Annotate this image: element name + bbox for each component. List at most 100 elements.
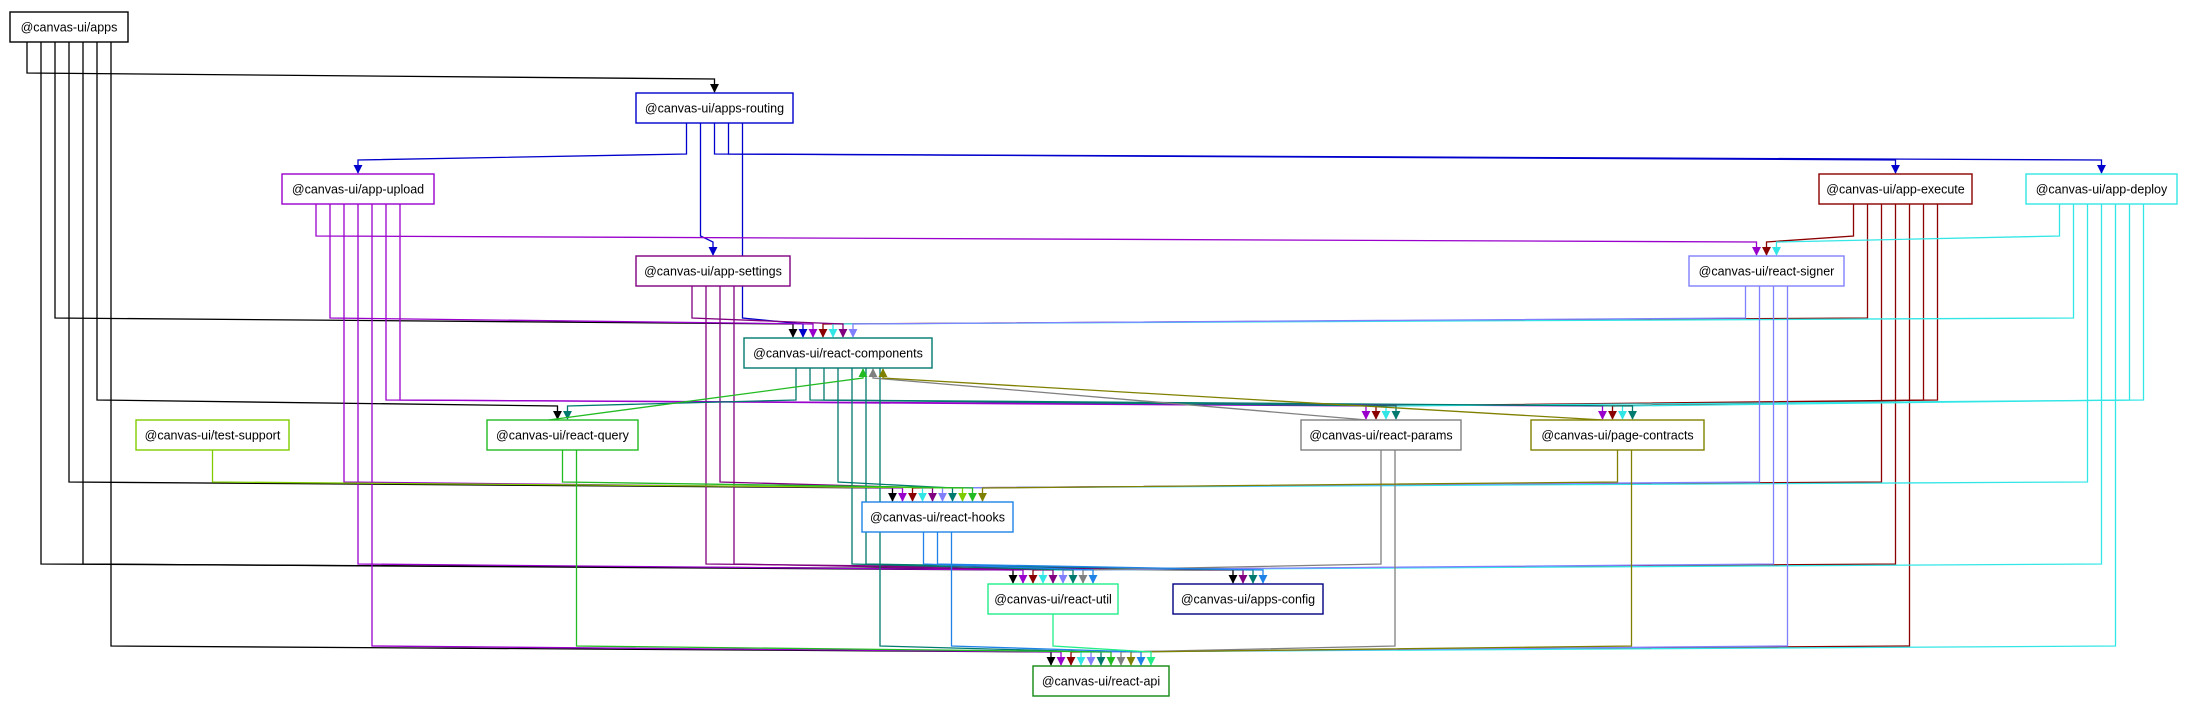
node-react-components[interactable]: @canvas-ui/react-components xyxy=(743,337,933,369)
edge-apps-to-react-util xyxy=(82,42,1018,584)
node-app-execute[interactable]: @canvas-ui/app-execute xyxy=(1818,173,1973,205)
edge-app-deploy-to-react-signer xyxy=(1771,204,2061,256)
node-box xyxy=(1172,583,1324,615)
node-box xyxy=(861,501,1014,533)
edge-react-components-to-react-hooks xyxy=(837,368,958,502)
node-test-support[interactable]: @canvas-ui/test-support xyxy=(135,419,290,451)
edge-react-components-to-react-params xyxy=(809,368,1401,420)
node-label: @canvas-ui/react-signer xyxy=(1699,265,1835,279)
edge-react-hooks-to-apps-config xyxy=(936,532,1268,584)
edge-react-params-to-react-api xyxy=(1116,450,1396,666)
edge-app-upload-to-react-util xyxy=(357,204,1028,584)
edge-app-settings-to-apps-config xyxy=(705,286,1248,584)
edge-app-upload-to-react-params xyxy=(399,204,1371,420)
node-react-signer[interactable]: @canvas-ui/react-signer xyxy=(1688,255,1845,287)
node-box xyxy=(635,92,794,124)
edge-react-hooks-to-react-util xyxy=(922,532,1098,584)
edge-react-components-to-react-util xyxy=(851,368,1078,584)
edge-react-query-to-react-api xyxy=(575,450,1116,666)
edge-app-execute-to-react-hooks xyxy=(907,204,1883,502)
node-label: @canvas-ui/app-deploy xyxy=(2036,183,2168,197)
node-box xyxy=(1032,665,1170,697)
edge-app-execute-to-react-signer xyxy=(1761,204,1855,256)
edge-apps-routing-to-app-execute xyxy=(713,123,1901,174)
node-box xyxy=(987,583,1119,615)
node-react-api[interactable]: @canvas-ui/react-api xyxy=(1032,665,1170,697)
node-box xyxy=(635,255,791,287)
node-app-settings[interactable]: @canvas-ui/app-settings xyxy=(635,255,791,287)
node-label: @canvas-ui/react-query xyxy=(496,429,630,443)
node-label: @canvas-ui/test-support xyxy=(145,429,281,443)
edge-app-upload-to-react-components xyxy=(329,204,818,338)
node-app-upload[interactable]: @canvas-ui/app-upload xyxy=(281,173,435,205)
edge-apps-to-react-components xyxy=(54,42,798,338)
node-apps[interactable]: @canvas-ui/apps xyxy=(9,11,129,43)
edge-app-settings-to-react-hooks xyxy=(719,286,938,502)
edge-app-execute-to-page-contracts xyxy=(1607,204,1925,420)
edge-page-contracts-to-react-components xyxy=(878,368,1604,421)
nodes-layer: @canvas-ui/apps @canvas-ui/apps-routing @c… xyxy=(9,11,2178,697)
edge-app-deploy-to-react-util xyxy=(1038,204,2103,584)
edge-apps-to-react-hooks xyxy=(68,42,898,502)
node-box xyxy=(1818,173,1973,205)
edge-apps-routing-to-react-components xyxy=(741,123,808,338)
edge-app-execute-to-react-params xyxy=(1371,204,1939,420)
edge-react-params-to-react-util xyxy=(1078,450,1382,584)
edge-app-upload-to-react-api xyxy=(371,204,1066,666)
node-page-contracts[interactable]: @canvas-ui/page-contracts xyxy=(1530,419,1705,451)
node-label: @canvas-ui/react-hooks xyxy=(870,511,1005,525)
edge-apps-to-react-query xyxy=(96,42,563,420)
node-box xyxy=(486,419,639,451)
edge-react-query-to-react-components xyxy=(548,368,868,421)
edge-react-signer-to-react-api xyxy=(1086,286,1789,666)
node-react-util[interactable]: @canvas-ui/react-util xyxy=(987,583,1119,615)
edge-react-hooks-to-react-api xyxy=(950,532,1146,666)
edge-apps-routing-to-app-deploy xyxy=(727,123,2107,174)
node-box xyxy=(9,11,129,43)
edge-app-deploy-to-react-params xyxy=(1381,204,2145,420)
edge-app-deploy-to-page-contracts xyxy=(1617,204,2131,420)
node-react-query[interactable]: @canvas-ui/react-query xyxy=(486,419,639,451)
edge-page-contracts-to-react-api xyxy=(1126,450,1633,666)
node-label: @canvas-ui/app-execute xyxy=(1826,183,1965,197)
edge-app-deploy-to-react-hooks xyxy=(917,204,2089,502)
edge-app-upload-to-react-signer xyxy=(315,204,1762,256)
node-react-hooks[interactable]: @canvas-ui/react-hooks xyxy=(861,501,1014,533)
node-label: @canvas-ui/app-upload xyxy=(292,183,424,197)
edge-app-deploy-to-react-api xyxy=(1076,204,2117,666)
edge-apps-to-react-api xyxy=(110,42,1056,666)
node-apps-config[interactable]: @canvas-ui/apps-config xyxy=(1172,583,1324,615)
node-box xyxy=(2025,173,2178,205)
edge-react-components-to-react-query xyxy=(562,368,797,420)
edge-react-components-to-page-contracts xyxy=(823,368,1638,420)
node-label: @canvas-ui/apps xyxy=(21,21,118,35)
edge-react-components-to-apps-config xyxy=(865,368,1258,584)
edge-app-upload-to-page-contracts xyxy=(385,204,1608,420)
edge-apps-routing-to-app-upload xyxy=(353,123,688,174)
edge-apps-to-apps-routing xyxy=(26,42,720,93)
node-box xyxy=(1530,419,1705,451)
edge-react-signer-to-react-util xyxy=(1058,286,1775,584)
edge-react-util-to-react-api xyxy=(1052,614,1156,666)
edge-apps-routing-to-app-settings xyxy=(699,123,718,256)
node-box xyxy=(135,419,290,451)
edge-page-contracts-to-react-hooks xyxy=(977,450,1619,502)
node-label: @canvas-ui/apps-routing xyxy=(645,102,784,116)
edge-react-query-to-react-hooks xyxy=(561,450,978,502)
node-label: @canvas-ui/react-util xyxy=(994,593,1112,607)
node-react-params[interactable]: @canvas-ui/react-params xyxy=(1300,419,1462,451)
node-box xyxy=(743,337,933,369)
node-apps-routing[interactable]: @canvas-ui/apps-routing xyxy=(635,92,794,124)
node-label: @canvas-ui/apps-config xyxy=(1181,593,1315,607)
node-label: @canvas-ui/react-params xyxy=(1309,429,1452,443)
node-box xyxy=(1688,255,1845,287)
node-label: @canvas-ui/react-api xyxy=(1042,675,1160,689)
node-label: @canvas-ui/react-components xyxy=(753,347,923,361)
node-label: @canvas-ui/page-contracts xyxy=(1541,429,1693,443)
edge-app-deploy-to-react-components xyxy=(828,204,2075,338)
node-box xyxy=(281,173,435,205)
edge-react-signer-to-react-components xyxy=(848,286,1747,338)
edge-app-settings-to-react-components xyxy=(691,286,848,338)
node-app-deploy[interactable]: @canvas-ui/app-deploy xyxy=(2025,173,2178,205)
